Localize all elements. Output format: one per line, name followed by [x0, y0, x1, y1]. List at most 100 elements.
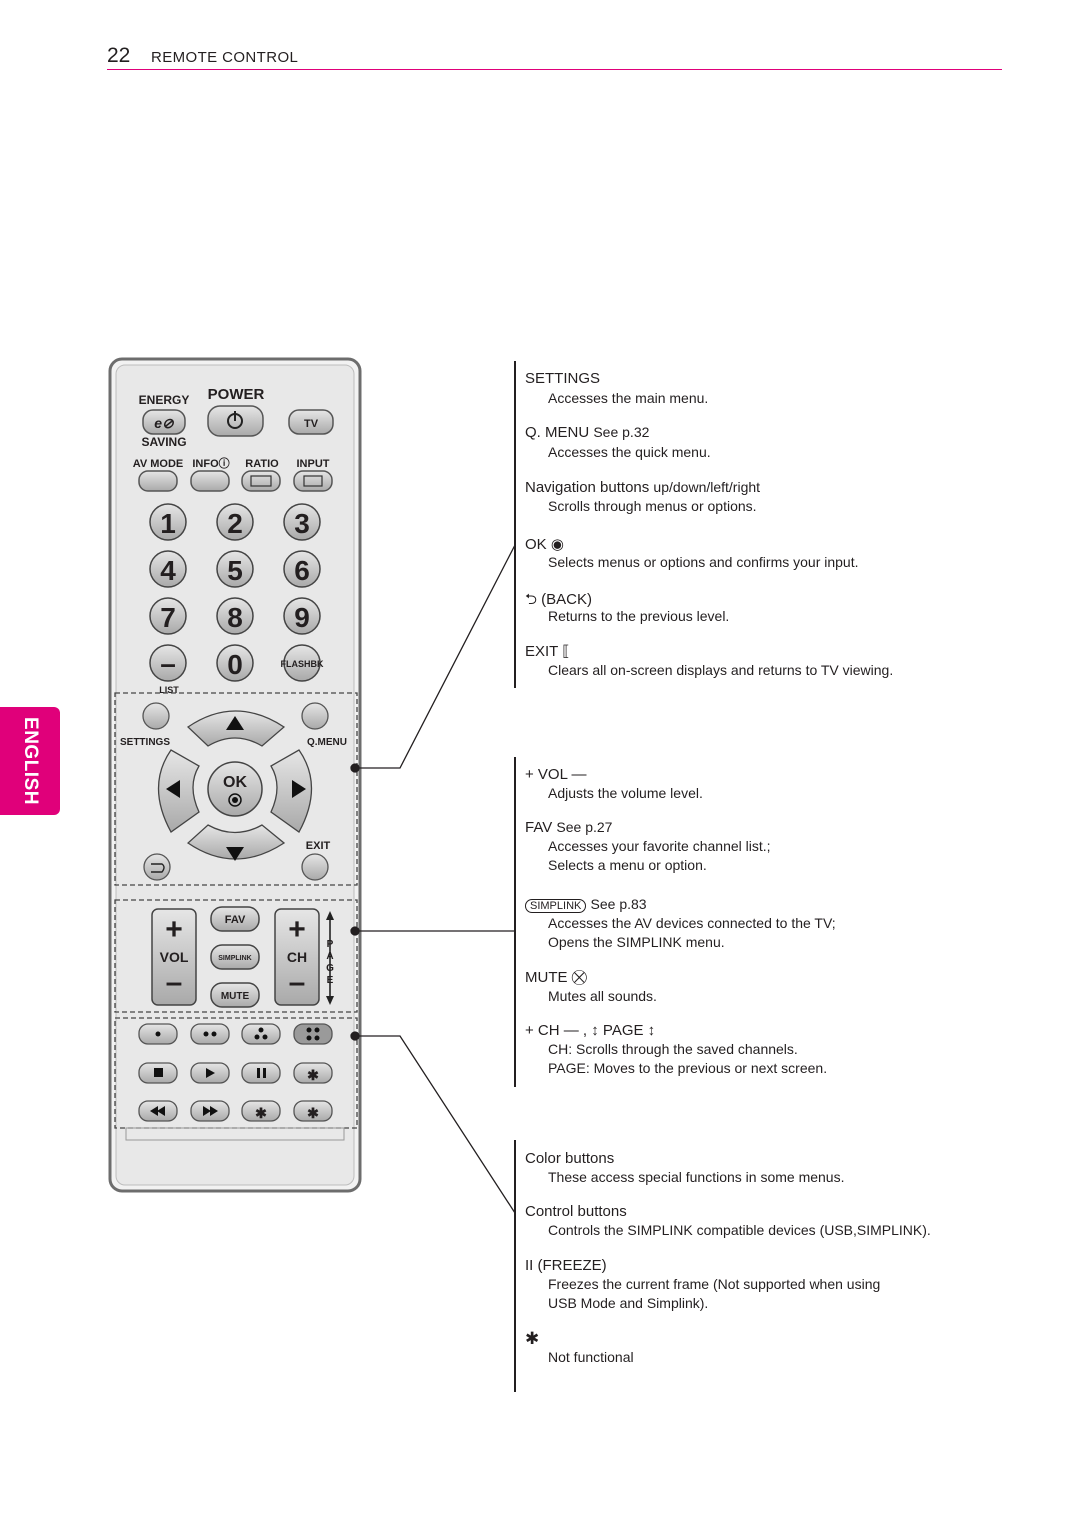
simplink-button	[210, 944, 260, 970]
control-buttons-desc: Controls the SIMPLINK compatible devices…	[548, 1222, 931, 1238]
input-label: INPUT	[297, 458, 330, 470]
svg-text:+: +	[288, 913, 306, 946]
ok-label: OK	[223, 774, 247, 791]
mute-label: MUTE	[221, 991, 250, 1002]
ch-page-title: + CH — , ↕ PAGE ↕	[525, 1022, 656, 1039]
simplink-button-label: SIMPLINK	[218, 955, 251, 962]
arrow-down-icon	[226, 847, 244, 861]
back-icon	[151, 863, 165, 873]
language-tab: ENGLISH	[0, 707, 60, 815]
svg-text:e⊘: e⊘	[154, 415, 175, 431]
mute-title: MUTE ⛒	[525, 969, 587, 986]
flashbk-label: FLASHBK	[281, 659, 324, 669]
fast-forward-icon	[203, 1106, 211, 1116]
digit-6: 6	[294, 555, 310, 586]
page-letter-g: G	[326, 963, 334, 974]
header-rule	[107, 69, 1002, 70]
back-title: ⮌ (BACK)	[525, 591, 593, 608]
channel-rocker	[274, 908, 320, 1006]
navigation-title: Navigation buttons up/down/left/right	[525, 479, 761, 496]
av-mode-button	[138, 470, 178, 492]
energy-saving-button	[142, 409, 186, 435]
vol-label: VOL	[160, 949, 189, 965]
ok-desc: Selects menus or options and confirms yo…	[548, 554, 859, 570]
freeze-title: II (FREEZE)	[525, 1257, 607, 1274]
navigation-desc: Scrolls through menus or options.	[548, 498, 757, 514]
back-desc: Returns to the previous level.	[548, 608, 730, 624]
ch-label: CH	[287, 949, 307, 965]
svg-text:✱: ✱	[255, 1105, 267, 1121]
digit-2: 2	[227, 508, 243, 539]
freeze-desc-1: Freezes the current frame (Not supported…	[548, 1276, 881, 1292]
av-mode-label: AV MODE	[133, 458, 184, 470]
section-title: REMOTE CONTROL	[151, 49, 299, 66]
simplink-title: SIMPLINK See p.83	[525, 896, 647, 913]
info-button	[190, 470, 230, 492]
settings-title: SETTINGS	[525, 370, 601, 387]
control-buttons: ✱ ✱ ✱	[138, 1062, 333, 1122]
dash-key: –	[160, 648, 176, 679]
settings-button	[142, 702, 170, 730]
ratio-icon	[250, 475, 272, 487]
qmenu-title: Q. MENU See p.32	[525, 424, 650, 441]
volume-rocker	[151, 908, 197, 1006]
page-letter-e: E	[327, 975, 334, 986]
play-icon	[206, 1068, 215, 1078]
control-buttons-title: Control buttons	[525, 1203, 627, 1220]
digit-5: 5	[227, 555, 243, 586]
svg-text:+: +	[165, 913, 183, 946]
exit-button	[301, 853, 329, 881]
mute-button	[210, 982, 260, 1008]
color-buttons-desc: These access special functions in some m…	[548, 1169, 845, 1185]
fav-button	[210, 906, 260, 932]
pause-icon	[257, 1068, 260, 1078]
mute-desc: Mutes all sounds.	[548, 988, 657, 1004]
energy-label: ENERGY	[139, 393, 190, 407]
simplink-desc-2: Opens the SIMPLINK menu.	[548, 934, 725, 950]
star-key-desc: Not functional	[548, 1349, 634, 1365]
freeze-desc-2: USB Mode and Simplink).	[548, 1295, 709, 1311]
ok-button	[207, 761, 263, 817]
list-label: LIST	[159, 685, 179, 695]
color-buttons-title: Color buttons	[525, 1150, 615, 1167]
arrow-right-icon	[292, 780, 306, 798]
power-label: POWER	[208, 386, 265, 403]
navigation-group-outline	[114, 692, 358, 886]
fav-desc-1: Accesses your favorite channel list.;	[548, 838, 771, 854]
exit-label: EXIT	[306, 840, 331, 852]
svg-text:✱: ✱	[307, 1105, 319, 1121]
ratio-button	[241, 470, 281, 492]
digit-4: 4	[160, 555, 176, 586]
saving-label: SAVING	[141, 435, 186, 449]
svg-text:✱: ✱	[307, 1067, 319, 1083]
svg-text:–: –	[289, 966, 306, 999]
qmenu-desc: Accesses the quick menu.	[548, 444, 711, 460]
digit-9: 9	[294, 602, 310, 633]
fav-title: FAV See p.27	[525, 819, 613, 836]
page-number: 22	[107, 44, 131, 67]
vol-desc: Adjusts the volume level.	[548, 785, 703, 801]
ch-desc: CH: Scrolls through the saved channels.	[548, 1041, 798, 1057]
qmenu-label: Q.MENU	[307, 737, 347, 748]
page-letter-a: A	[326, 951, 333, 962]
nav-down-button	[186, 824, 286, 860]
exit-title: EXIT ⟦	[525, 643, 570, 660]
settings-label: SETTINGS	[120, 737, 170, 748]
digit-3: 3	[294, 508, 310, 539]
fav-label: FAV	[225, 914, 246, 926]
rewind-icon	[150, 1106, 158, 1116]
digit-1: 1	[160, 508, 176, 539]
input-icon	[303, 475, 323, 487]
tv-label: TV	[304, 418, 319, 430]
stop-icon	[154, 1068, 163, 1077]
nav-right-button	[270, 749, 313, 833]
exit-desc: Clears all on-screen displays and return…	[548, 662, 894, 678]
star-key-title: ✱	[525, 1329, 540, 1348]
ratio-label: RATIO	[245, 458, 279, 470]
input-button	[293, 470, 333, 492]
volume-channel-group-outline	[114, 899, 358, 1013]
page-desc: PAGE: Moves to the previous or next scre…	[548, 1060, 828, 1076]
digit-7: 7	[160, 602, 176, 633]
number-pad: 1 2 3 4 5 6 7 8 9 – 0 FLASHBK	[149, 503, 324, 682]
